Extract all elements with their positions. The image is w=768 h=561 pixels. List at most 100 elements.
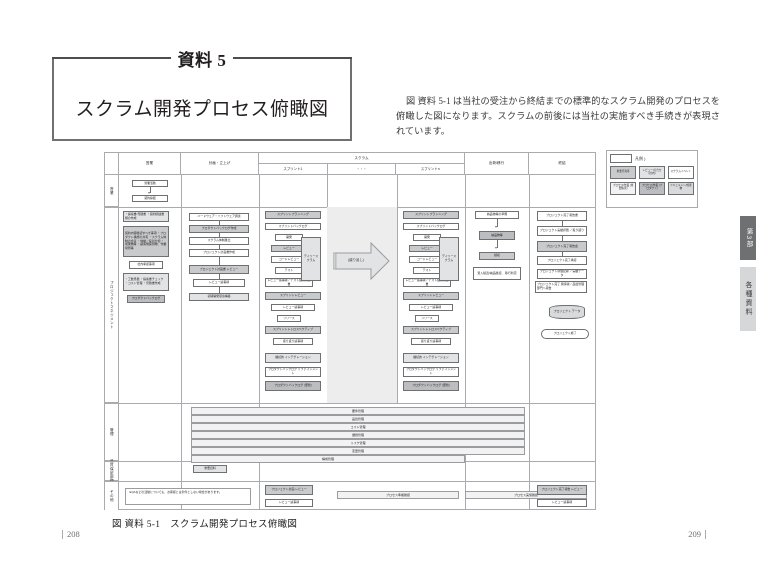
node-sprintn-review-minutes: レビュー議事録	[409, 304, 453, 311]
node-sprint1-backlog-updated: プロダクトバックログ (更新)	[265, 381, 321, 391]
node-completion-meeting: プロジェクト完了報告会	[537, 241, 587, 252]
node-sprintn-release: リリース	[415, 315, 439, 322]
node-sprintn-sprint-review: スプリントレビュー	[403, 292, 459, 300]
column-header-scrum-label: スクラム	[259, 153, 464, 164]
connector	[219, 257, 220, 265]
row-label-management: 管理	[105, 403, 119, 461]
figure-caption: 図 資料 5-1 スクラム開発プロセス俯瞰図	[112, 520, 298, 530]
intro-text: 図 資料 5-1 は当社の受注から終結までの標準的なスクラム開発のプロセスを俯瞰…	[396, 96, 720, 136]
node-internal-approval: 社内承認事項	[129, 261, 163, 269]
legend-swatch	[610, 154, 632, 163]
legend-item-scrum-event: スクラムイベント	[667, 166, 694, 179]
management-bar-change: 変更管理	[191, 447, 525, 455]
node-initial-env: 初期開発環境構築	[189, 293, 249, 301]
node-sprintn-test-report: レビュー議事録／テスト結果報告書	[403, 278, 451, 287]
row-divider-2	[105, 403, 595, 404]
lane-divider-4	[397, 175, 398, 403]
connector	[497, 240, 498, 248]
legend-title: 凡例 )	[635, 155, 646, 161]
node-sprint1-ci: 継続的 インテグレーション	[265, 353, 321, 363]
node-sprintn-test: テスト	[413, 267, 441, 274]
intro-paragraph: 図 資料 5-1 は当社の受注から終結までの標準的なスクラム開発のプロセスを俯瞰…	[396, 94, 720, 139]
row-label-other: その他	[105, 481, 119, 510]
arrow-down-icon	[495, 247, 498, 249]
node-acceptance-inspection: 受入検査/納品確認、 移行判定	[473, 267, 521, 280]
node-sprint1-test: テスト	[275, 267, 303, 274]
node-sprintn-backlog-updated: プロダクトバックログ (更新)	[403, 381, 459, 391]
diagram-column-headers: 営業 計画・立上げ スクラム スプリント1 ・・・ スプリントn 出荷/移行 終…	[105, 153, 595, 175]
node-create-product-backlog: プロダクトバックログ作成	[189, 225, 249, 233]
column-header-sprint-1: スプリント1	[259, 164, 328, 175]
lane-divider-5	[465, 175, 466, 510]
node-product-backlog: プロダクトバックログ	[127, 295, 165, 303]
lane-divider-2	[259, 175, 260, 510]
row-divider-4	[105, 481, 595, 482]
node-sprintn-daily-scrum: デイリースクラム	[439, 237, 459, 281]
node-scrum-team-setup: スクラム体制確立	[189, 237, 249, 245]
node-bottom-review-minutes-1: レビュー議事録	[265, 499, 313, 507]
row-label-qa: 品質保証部門	[105, 459, 119, 483]
node-report-to-qa: プロジェクト完了 関係者／品質管理部門へ報告	[535, 281, 587, 293]
connector	[497, 219, 498, 227]
legend-item-process-product: プロセス/作業 (プロダクト)	[638, 181, 666, 195]
node-proposal-docs: ・提案書/見積書 ・契約関連書類の作成	[123, 211, 169, 222]
folio-left: 208	[62, 529, 80, 539]
row-label-project-management: プロジェクトマネジメント	[105, 207, 119, 403]
process-diagram: 営業 計画・立上げ スクラム スプリント1 ・・・ スプリントn 出荷/移行 終…	[104, 152, 596, 510]
node-project-evaluation: プロジェクト実績評価 ／振り返り	[537, 226, 587, 236]
column-header-scrum: スクラム スプリント1 ・・・ スプリントn	[259, 153, 465, 175]
legend-box: 凡例 ) 重要行為等 レビュー/打合せ (社内) スクラムイベント プロセス/作…	[606, 150, 698, 208]
node-delivery-prep: 納品物等の準備	[475, 211, 519, 219]
row-label-sales: 営業	[105, 175, 119, 207]
node-bottom-review-minutes-2: レビュー議事録	[537, 499, 587, 507]
node-estimation: ・工数見積 ・提案書チェック ・コスト管理 ・見積書作成	[123, 273, 169, 291]
node-sprint1-develop: 開発	[275, 234, 303, 241]
legend-item-review-internal: レビュー/打合せ (社内)	[638, 166, 666, 179]
node-project-end: プロジェクト終了	[541, 329, 589, 339]
column-header-shipping: 出荷/移行	[465, 153, 529, 175]
connector	[219, 245, 220, 249]
repeat-arrow-icon: (繰り返し)	[333, 239, 391, 283]
node-sprintn-develop: 開発	[413, 234, 441, 241]
column-header-sprint-n: スプリントn	[420, 166, 440, 171]
node-contract-checklist: 契約内容確認すべき事項 ・プロダクト構想の共有 ・スクラム体制の合意 ・体制／役…	[123, 226, 169, 257]
node-sprint1-retrospective: スプリントレトロスペクティブ	[265, 326, 321, 334]
legend-item-document: ドキュメント/成果物	[667, 181, 694, 195]
node-sprintn-backlog: スプリントバックログ	[403, 223, 459, 230]
node-project-plan: プロジェクト計画書作成	[189, 249, 249, 257]
node-sprintn-backlog-refinement: プロダクトバックログ リファインメント	[403, 367, 459, 377]
column-header-sales: 営業	[119, 153, 181, 175]
node-hw-sw-procurement: ハードウェア・ソフトウェア調達	[189, 213, 249, 221]
node-sprint1-review-minutes: レビュー議事録	[271, 304, 315, 311]
legend-item-process-docs: プロセス/作業 (重要帳票)	[610, 181, 637, 195]
node-sprintn-planning: スプリントプランニング	[403, 211, 459, 219]
node-sprintn-retro-minutes: 振り返り議事録	[411, 338, 451, 345]
management-bar-configuration: 構成管理	[191, 455, 465, 463]
node-qa-important-docs: 重要資料	[193, 465, 227, 473]
connector	[219, 274, 220, 279]
arrow-down-icon	[495, 226, 498, 228]
folio-rule-left	[62, 529, 63, 539]
page-number-left: 208	[67, 529, 80, 539]
management-bar-quality: 品質管理	[191, 415, 525, 423]
column-header-closing: 終結	[529, 153, 595, 175]
node-sales-activity: 営業活動	[132, 180, 168, 187]
node-review-minutes-planning: レビュー議事録	[193, 279, 245, 287]
node-sprint1-test-report: レビュー議事録／テスト結果報告書	[265, 278, 313, 287]
kicker-rule-right	[233, 57, 352, 59]
bottom-note: ※QAなどの活動についても、お客様とは条件としない場合があります。	[125, 488, 251, 505]
node-project-plan-review: プロジェクト計画書 レビュー	[189, 265, 249, 274]
node-bottom-plan-review: プロジェクト計画 レビュー	[265, 485, 313, 495]
side-tab: 第3部 各種資料	[740, 216, 756, 331]
folio-rule-right	[705, 529, 706, 539]
connector	[219, 233, 220, 237]
node-sprintn-retrospective: スプリントレトロスペクティブ	[403, 326, 459, 334]
lane-divider-1	[181, 175, 182, 510]
repeat-arrow-label: (繰り返し)	[348, 258, 364, 262]
connector	[219, 221, 220, 225]
node-sprint1-sprint-review: スプリントレビュー	[265, 292, 321, 300]
connector	[562, 221, 563, 226]
node-sprintn-ci: 継続的 インテグレーション	[403, 353, 459, 363]
management-bar-requirements: 要件管理	[191, 407, 525, 415]
node-sprint1-backlog-refinement: プロダクトバックログ リファインメント	[265, 367, 321, 377]
